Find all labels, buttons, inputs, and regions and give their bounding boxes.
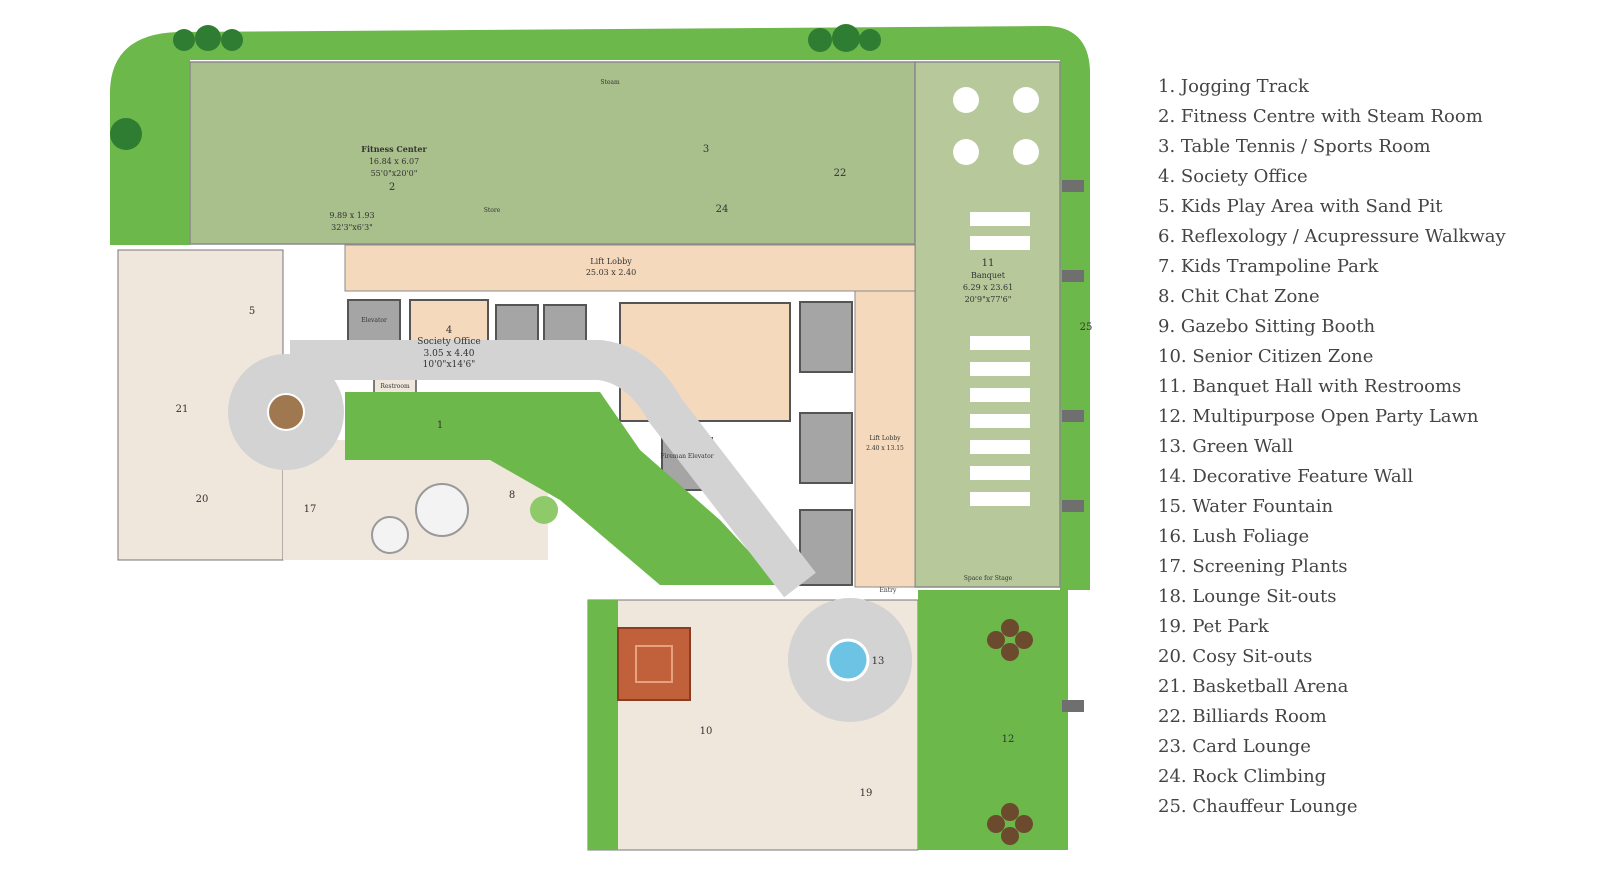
space-for-stage: Space for Stage bbox=[964, 575, 1013, 582]
zone-marker: 4 bbox=[446, 325, 452, 336]
amenities-legend: 1. Jogging Track 2. Fitness Centre with … bbox=[1158, 72, 1588, 822]
fitness-center-name: Fitness Center bbox=[361, 144, 427, 154]
banquet-size: 6.29 x 23.61 bbox=[963, 283, 1013, 292]
party-lawn bbox=[918, 590, 1068, 850]
elevator-label: Elevator bbox=[361, 317, 387, 324]
lift-lobby bbox=[344, 244, 916, 292]
legend-item: 7. Kids Trampoline Park bbox=[1158, 256, 1379, 277]
legend-item: 5. Kids Play Area with Sand Pit bbox=[1158, 196, 1443, 217]
banquet-round-tables bbox=[953, 87, 1039, 165]
steam-label: Steam bbox=[600, 79, 620, 86]
legend-item: 19. Pet Park bbox=[1158, 616, 1269, 637]
zone-marker: 5 bbox=[249, 306, 255, 317]
water-fountain-basin bbox=[826, 638, 870, 682]
screening-walls bbox=[1062, 180, 1084, 712]
zone-marker: 12 bbox=[1002, 734, 1015, 745]
legend-item: 20. Cosy Sit-outs bbox=[1158, 646, 1313, 667]
legend-item: 17. Screening Plants bbox=[1158, 556, 1348, 577]
lounge-sit-outs bbox=[987, 619, 1033, 845]
zone-marker: 2 bbox=[389, 182, 395, 193]
gym-annex-size: 9.89 x 1.93 bbox=[329, 211, 374, 220]
fitness-block bbox=[189, 61, 916, 245]
elevator-4 bbox=[799, 301, 853, 373]
society-office-size: 3.05 x 4.40 bbox=[424, 349, 475, 359]
legend-item: 2. Fitness Centre with Steam Room bbox=[1158, 106, 1483, 127]
zone-marker: 17 bbox=[304, 504, 317, 515]
zone-marker: 24 bbox=[716, 204, 729, 215]
sculpture-planter bbox=[267, 393, 305, 431]
legend-item: 8. Chit Chat Zone bbox=[1158, 286, 1320, 307]
banquet-size-ft: 20'9"x77'6" bbox=[965, 295, 1012, 304]
banquet-name: Banquet bbox=[971, 271, 1006, 280]
lift-lobby-vertical bbox=[854, 290, 916, 588]
legend-item: 25. Chauffeur Lounge bbox=[1158, 796, 1358, 817]
lift-lobby-2-name: Lift Lobby bbox=[869, 435, 901, 442]
zone-marker: 1 bbox=[437, 420, 443, 431]
legend-item: 11. Banquet Hall with Restrooms bbox=[1158, 376, 1462, 397]
legend-item: 16. Lush Foliage bbox=[1158, 526, 1310, 547]
banquet-seating bbox=[970, 212, 1030, 506]
zone-marker: 19 bbox=[860, 788, 873, 799]
legend-item: 22. Billiards Room bbox=[1158, 706, 1327, 727]
legend-item: 1. Jogging Track bbox=[1158, 76, 1309, 97]
legend-item: 9. Gazebo Sitting Booth bbox=[1158, 316, 1376, 337]
fireman-elevator-label: Fireman Elevator bbox=[660, 453, 713, 460]
trees bbox=[110, 24, 881, 524]
trampoline-small bbox=[371, 516, 409, 554]
legend-item: 18. Lounge Sit-outs bbox=[1158, 586, 1337, 607]
legend-item: 14. Decorative Feature Wall bbox=[1158, 466, 1414, 487]
central-lawn bbox=[345, 392, 780, 585]
zone-marker: 11 bbox=[982, 258, 995, 269]
jogging-track bbox=[290, 340, 816, 598]
legend-item: 6. Reflexology / Acupressure Walkway bbox=[1158, 226, 1506, 247]
zone-marker: 22 bbox=[834, 168, 847, 179]
store-label: Store bbox=[484, 207, 501, 214]
zone-marker: 20 bbox=[196, 494, 209, 505]
lift-lobby-size: 25.03 x 2.40 bbox=[586, 268, 636, 277]
lift-lobby-name: Lift Lobby bbox=[590, 257, 632, 266]
south-west-lawn bbox=[588, 600, 618, 850]
fitness-center-size: 16.84 x 6.07 bbox=[369, 157, 419, 166]
legend-item: 12. Multipurpose Open Party Lawn bbox=[1158, 406, 1479, 427]
restroom-label: Restroom bbox=[380, 383, 410, 390]
lift-lobby-2-size: 2.40 x 13.15 bbox=[866, 445, 904, 452]
gym-annex-size-ft: 32'3"x6'3" bbox=[331, 223, 373, 232]
zone-marker: 10 bbox=[700, 726, 713, 737]
society-office-name: Society Office bbox=[417, 337, 480, 347]
fitness-center-size-ft: 55'0"x20'0" bbox=[371, 169, 418, 178]
legend-item: 3. Table Tennis / Sports Room bbox=[1158, 136, 1431, 157]
legend-item: 21. Basketball Arena bbox=[1158, 676, 1349, 697]
zone-marker: 13 bbox=[872, 656, 885, 667]
zone-marker: 8 bbox=[509, 490, 515, 501]
entry-label: Entry bbox=[880, 587, 898, 594]
legend-item: 24. Rock Climbing bbox=[1158, 766, 1327, 787]
society-office-size-ft: 10'0"x14'6" bbox=[423, 360, 476, 370]
zone-marker: 3 bbox=[703, 144, 709, 155]
trampoline-large bbox=[415, 483, 469, 537]
elevator-5 bbox=[799, 412, 853, 484]
zone-marker: 25 bbox=[1080, 322, 1093, 333]
legend-item: 23. Card Lounge bbox=[1158, 736, 1311, 757]
gazebo-roof-inner bbox=[635, 645, 673, 683]
legend-item: 10. Senior Citizen Zone bbox=[1158, 346, 1374, 367]
legend-item: 13. Green Wall bbox=[1158, 436, 1294, 457]
legend-item: 4. Society Office bbox=[1158, 166, 1308, 187]
gazebo-roof bbox=[617, 627, 691, 701]
banquet-hall bbox=[914, 61, 1061, 588]
zone-marker: 21 bbox=[176, 404, 189, 415]
legend-item: 15. Water Fountain bbox=[1158, 496, 1334, 517]
